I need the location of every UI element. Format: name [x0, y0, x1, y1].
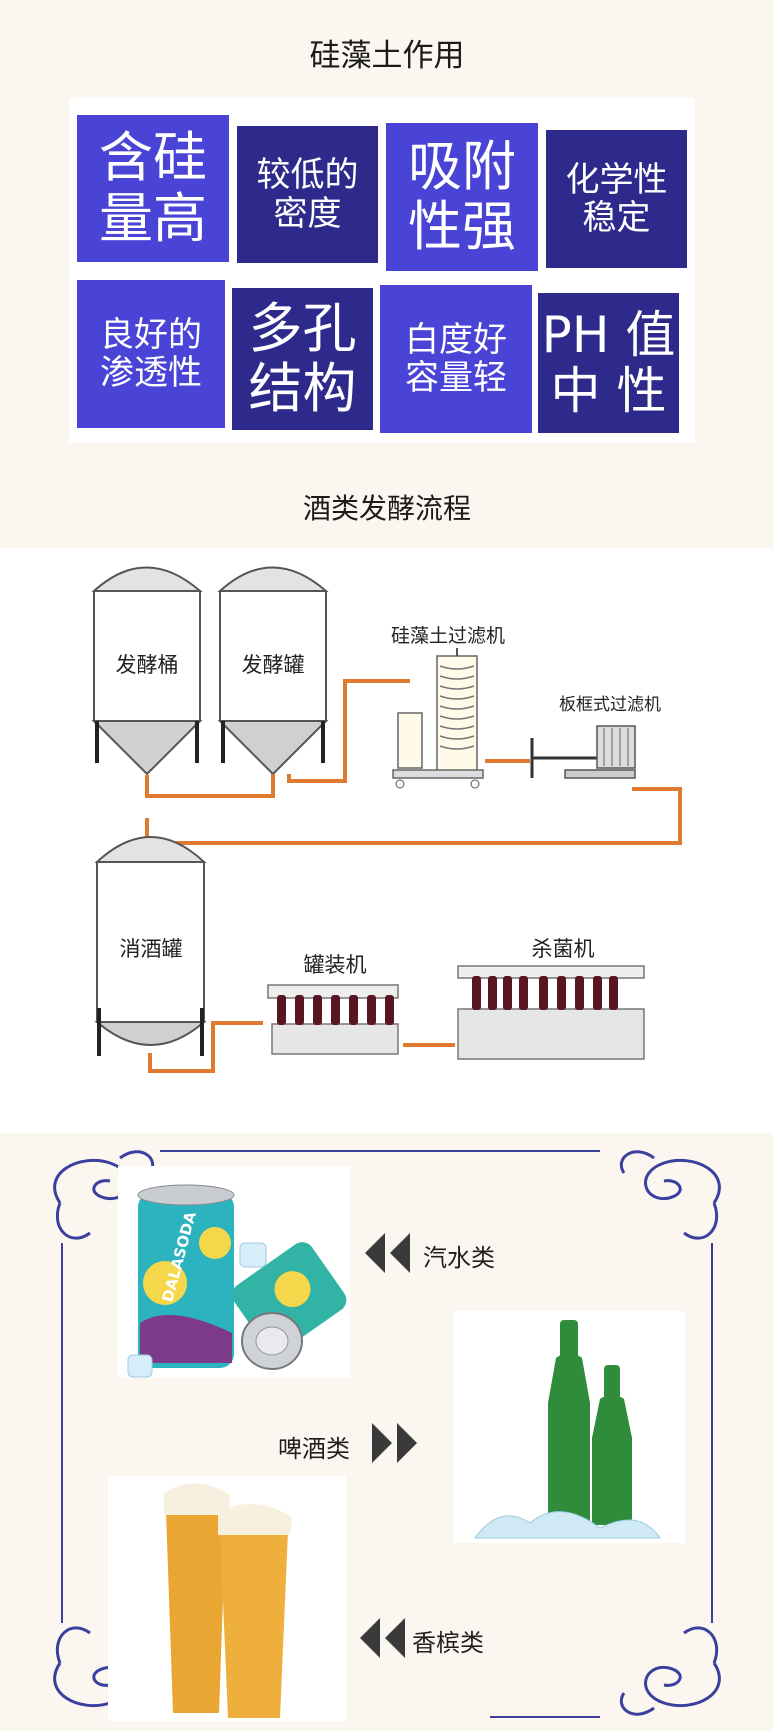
section-diatomite-functions: 硅藻土作用 含硅 量高 较低的 密度 吸附 性强 化学性 稳定 良好的 渗透性 … [0, 0, 774, 548]
beer-bottles-image [453, 1311, 685, 1543]
machine-label: 杀菌机 [532, 937, 595, 961]
fermentation-barrel-1: 发酵桶 [91, 566, 203, 776]
beer-glasses-image [108, 1476, 346, 1721]
tile-low-density: 较低的 密度 [237, 126, 378, 263]
process-diagram-svg: 发酵桶 发酵罐 硅藻土过滤机 [91, 566, 682, 1073]
plate-frame-filter-machine: 板框式过滤机 [530, 695, 661, 779]
elimination-tank: 消酒罐 [94, 836, 207, 1056]
tank-label: 发酵罐 [242, 653, 305, 677]
sterilizer-machine: 杀菌机 [457, 937, 645, 1060]
tile-strong-adsorption: 吸附 性强 [386, 123, 538, 271]
tank-label: 消酒罐 [120, 937, 183, 961]
function-tile-grid: 含硅 量高 较低的 密度 吸附 性强 化学性 稳定 良好的 渗透性 多孔 结构 … [69, 98, 695, 443]
fermentation-process-diagram: 发酵桶 发酵罐 硅藻土过滤机 [0, 548, 774, 1133]
champagne-category-label: 香槟类 [412, 1629, 484, 1657]
tile-chemical-stability: 化学性 稳定 [546, 130, 687, 268]
applications-section: DALASODA [0, 1133, 774, 1731]
section-title: 硅藻土作用 [309, 38, 465, 74]
beer-category-label: 啤酒类 [278, 1435, 350, 1463]
decorative-frame: DALASODA [53, 1150, 721, 1721]
corner-ornament-icon [619, 1626, 721, 1716]
soda-category-label: 汽水类 [423, 1244, 495, 1272]
soda-cans-image: DALASODA [118, 1166, 350, 1378]
tile-porous-structure: 多孔 结构 [232, 288, 373, 430]
fermentation-tank-2: 发酵罐 [217, 566, 329, 776]
tile-whiteness-light: 白度好 容量轻 [380, 285, 532, 433]
double-left-arrow-icon [360, 1618, 405, 1658]
corner-ornament-icon [619, 1150, 721, 1240]
double-left-arrow-icon [365, 1233, 410, 1273]
process-section-title: 酒类发酵流程 [302, 492, 471, 525]
tile-good-permeability: 良好的 渗透性 [77, 280, 225, 428]
canning-machine: 罐装机 [267, 953, 399, 1055]
tank-label: 发酵桶 [116, 653, 179, 677]
machine-label: 罐装机 [304, 953, 367, 977]
diatomite-filter-machine: 硅藻土过滤机 [391, 625, 505, 789]
machine-label: 硅藻土过滤机 [391, 625, 505, 647]
orange-pipes [145, 679, 682, 1073]
tile-neutral-ph: PH 值 中 性 [538, 293, 679, 433]
tile-high-silica: 含硅 量高 [77, 115, 229, 262]
double-right-arrow-icon [372, 1423, 417, 1463]
machine-label: 板框式过滤机 [559, 695, 661, 715]
